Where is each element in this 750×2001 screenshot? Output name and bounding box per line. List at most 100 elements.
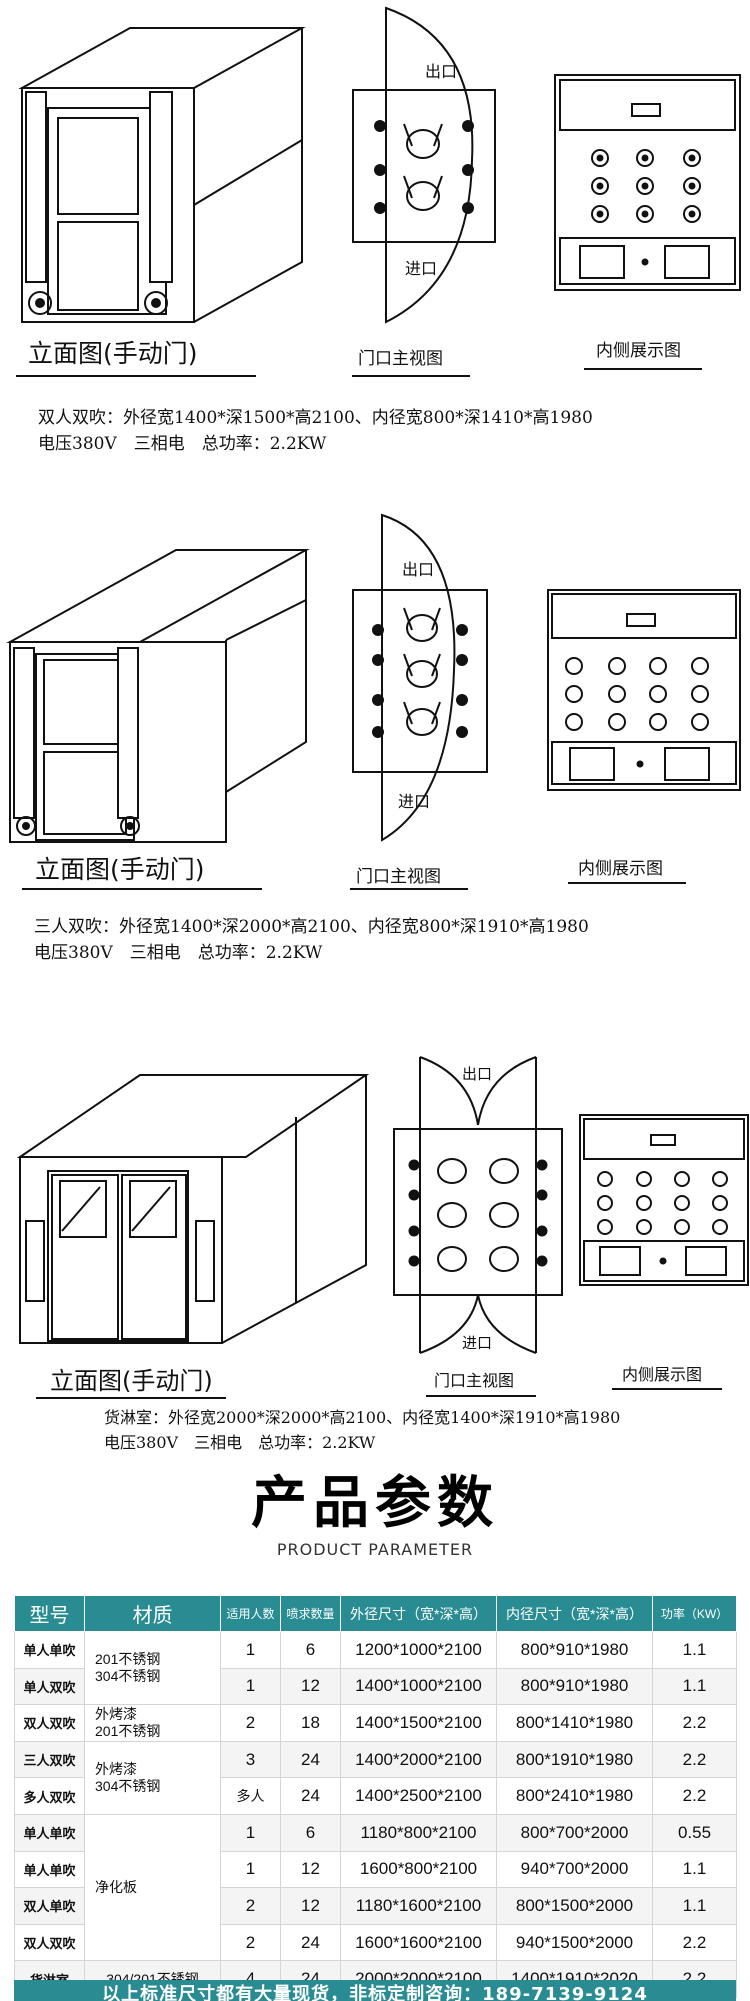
cell-inner: 800*1500*2000 [496, 1887, 653, 1925]
inner-view-drawing [554, 74, 741, 291]
cell-nozzles: 12 [280, 1667, 341, 1706]
page-subtitle: PRODUCT PARAMETER [276, 1540, 474, 1559]
caption-underline [568, 882, 686, 884]
cell-outer: 1400*1000*2100 [340, 1667, 497, 1706]
cell-model: 单人单吹 [14, 1631, 85, 1669]
elevation-drawing [6, 549, 310, 843]
header-nozzles: 喷求数量 [280, 1595, 341, 1632]
cell-power: 2.2 [652, 1740, 737, 1779]
product-parameter-title: 产品参数 PRODUCT PARAMETER [0, 1470, 750, 1559]
exit-label: 出口 [462, 1065, 493, 1083]
spec-line-dimensions: 双人双吹：外径宽1400*深1500*高2100、内径宽800*深1410*高1… [38, 408, 593, 428]
door-view-drawing [352, 6, 496, 324]
cell-people: 2 [220, 1923, 281, 1962]
nozzle-grid [597, 1171, 728, 1235]
cell-outer: 1180*1600*2100 [340, 1887, 497, 1925]
section1-drawings [18, 6, 741, 324]
cell-power: 1.1 [652, 1631, 737, 1669]
cell-people: 2 [220, 1704, 281, 1742]
table-row: 双人单吹 2 12 1180*1600*2100 800*1500*2000 1… [14, 1887, 737, 1925]
cell-model: 单人双吹 [14, 1667, 85, 1706]
cell-outer: 1400*1500*2100 [340, 1704, 497, 1742]
cell-inner: 800*910*1980 [496, 1631, 653, 1669]
header-power: 功率（KW） [652, 1595, 737, 1632]
caption-underline [36, 1397, 226, 1399]
cell-material: 外烤漆 304不锈钢 [84, 1740, 221, 1815]
cell-model: 双人单吹 [14, 1887, 85, 1925]
table-row: 双人双吹 2 24 1600*1600*2100 940*1500*2000 2… [14, 1923, 737, 1962]
section-double-person: 出口 进口 立面图(手动门) 门口主视图 内侧展示图 双人双吹：外径宽1400*… [0, 0, 750, 460]
cell-inner: 800*2410*1980 [496, 1777, 653, 1815]
cell-outer: 1600*800*2100 [340, 1850, 497, 1889]
caption-underline [22, 888, 262, 890]
spec-line-dimensions: 三人双吹：外径宽1400*深2000*高2100、内径宽800*深1910*高1… [34, 917, 589, 937]
cell-people: 2 [220, 1887, 281, 1925]
table-row: 单人双吹 1 12 1400*1000*2100 800*910*1980 1.… [14, 1667, 737, 1706]
cell-power: 1.1 [652, 1850, 737, 1889]
table-row: 单人单吹 1 12 1600*800*2100 940*700*2000 1.1 [14, 1850, 737, 1889]
cell-nozzles: 6 [280, 1631, 341, 1669]
caption-underline [426, 1395, 536, 1397]
cell-outer: 1200*1000*2100 [340, 1631, 497, 1669]
spec-line-dimensions: 货淋室：外径宽2000*深2000*高2100、内径宽1400*深1910*高1… [104, 1408, 621, 1427]
cell-inner: 800*1410*1980 [496, 1704, 653, 1742]
cell-inner: 940*700*2000 [496, 1850, 653, 1889]
entry-label: 进口 [462, 1334, 493, 1352]
parameter-table: 型号 材质 适用人数 喷求数量 外径尺寸（宽*深*高） 内径尺寸（宽*深*高） … [14, 1595, 737, 1998]
cell-power: 2.2 [652, 1777, 737, 1815]
cell-power: 2.2 [652, 1923, 737, 1962]
cell-model: 双人双吹 [14, 1923, 85, 1962]
caption-underline [584, 368, 702, 370]
cell-inner: 800*1910*1980 [496, 1740, 653, 1779]
cell-nozzles: 24 [280, 1777, 341, 1815]
cell-model: 三人双吹 [14, 1740, 85, 1779]
door-view-drawing [352, 513, 488, 842]
cell-inner: 940*1500*2000 [496, 1923, 653, 1962]
table-row: 双人双吹 外烤漆 201不锈钢 2 18 1400*1500*2100 800*… [14, 1704, 737, 1742]
spec-line-power: 电压380V 三相电 总功率：2.2KW [104, 1433, 376, 1452]
cell-material: 净化板 [84, 1813, 221, 1962]
cell-people: 1 [220, 1631, 281, 1669]
cell-nozzles: 24 [280, 1740, 341, 1779]
header-inner-size: 内径尺寸（宽*深*高） [496, 1595, 653, 1632]
cell-material: 201不锈钢 304不锈钢 [84, 1630, 221, 1706]
cell-people: 3 [220, 1740, 281, 1779]
cell-people: 多人 [220, 1777, 281, 1815]
cell-power: 1.1 [652, 1887, 737, 1925]
header-model: 型号 [14, 1595, 85, 1632]
cell-nozzles: 18 [280, 1704, 341, 1742]
cell-model: 双人双吹 [14, 1704, 85, 1742]
contact-banner: 以上标准尺寸都有大量现货，非标定制咨询：189-7139-9124 [14, 1980, 736, 2001]
elevation-drawing [18, 27, 306, 323]
spec-line-power: 电压380V 三相电 总功率：2.2KW [34, 943, 323, 963]
table-row: 三人双吹 外烤漆 304不锈钢 3 24 1400*2000*2100 800*… [14, 1740, 737, 1815]
cell-model: 单人单吹 [14, 1850, 85, 1889]
cell-outer: 1180*800*2100 [340, 1813, 497, 1852]
header-people: 适用人数 [220, 1595, 281, 1632]
exit-label: 出口 [425, 62, 458, 81]
cell-material: 外烤漆 201不锈钢 [84, 1704, 221, 1742]
door-view-caption: 门口主视图 [358, 349, 443, 369]
header-outer-size: 外径尺寸（宽*深*高） [340, 1595, 497, 1632]
table-row: 单人单吹 201不锈钢 304不锈钢 1 6 1200*1000*2100 80… [14, 1630, 737, 1706]
cell-outer: 1400*2500*2100 [340, 1777, 497, 1815]
elevation-caption: 立面图(手动门) [28, 339, 198, 368]
page-title: 产品参数 [251, 1471, 499, 1536]
elevation-caption: 立面图(手动门) [35, 855, 205, 884]
cell-people: 1 [220, 1813, 281, 1852]
cell-nozzles: 6 [280, 1813, 341, 1852]
cell-people: 1 [220, 1850, 281, 1889]
entry-label: 进口 [405, 259, 438, 278]
cell-nozzles: 12 [280, 1850, 341, 1889]
section3-drawings [16, 1056, 749, 1354]
inner-view-drawing [547, 589, 741, 791]
entry-label: 进口 [398, 792, 431, 811]
door-view-caption: 门口主视图 [356, 867, 441, 887]
exit-label: 出口 [402, 560, 435, 579]
spec-line-power: 电压380V 三相电 总功率：2.2KW [38, 434, 327, 454]
nozzle-grid [591, 149, 701, 223]
section-triple-person: 出口 进口 立面图(手动门) 门口主视图 内侧展示图 三人双吹：外径宽1400*… [0, 510, 750, 980]
caption-underline [16, 375, 256, 377]
caption-underline [612, 1388, 722, 1390]
inner-view-caption: 内侧展示图 [622, 1365, 703, 1384]
